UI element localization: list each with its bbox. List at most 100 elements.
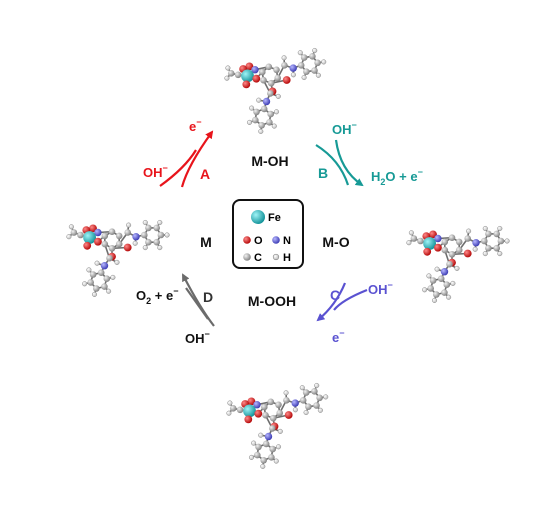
- carbon-atom: [427, 285, 434, 292]
- carbon-atom: [267, 398, 275, 406]
- carbon-atom: [141, 231, 148, 239]
- hydrogen-atom: [273, 109, 280, 115]
- hydrogen-atom: [273, 458, 279, 464]
- hydrogen-atom: [246, 119, 253, 125]
- carbon-atom: [103, 275, 111, 282]
- legend-h-label: H: [283, 252, 291, 264]
- hydrogen-atom: [224, 75, 230, 81]
- legend-c-atom-icon: [243, 253, 251, 261]
- step-c-reactant: OH−: [368, 280, 393, 297]
- carbon-atom: [455, 238, 463, 246]
- carbon-atom: [493, 230, 500, 238]
- carbon-atom: [229, 405, 237, 412]
- hydrogen-atom: [434, 266, 440, 272]
- hydrogen-atom: [472, 246, 478, 252]
- oxygen-atom: [242, 80, 251, 89]
- carbon-atom: [266, 119, 273, 126]
- carbon-atom: [417, 237, 424, 245]
- hydrogen-atom: [94, 260, 100, 266]
- hydrogen-atom: [446, 294, 452, 300]
- carbon-atom: [297, 62, 305, 69]
- carbon-atom: [314, 59, 321, 67]
- carbon-atom: [268, 454, 275, 461]
- hydrogen-atom: [281, 55, 287, 61]
- carbon-atom: [106, 254, 113, 262]
- carbon-atom: [305, 403, 312, 410]
- hydrogen-atom: [251, 440, 257, 446]
- carbon-atom: [124, 229, 131, 236]
- carbon-atom: [153, 224, 160, 232]
- hydrogen-atom: [258, 432, 264, 438]
- hydrogen-atom: [271, 123, 277, 129]
- hydrogen-atom: [106, 288, 112, 294]
- oxygen-atom: [254, 409, 263, 418]
- step-a-letter: A: [200, 166, 210, 182]
- hydrogen-atom: [277, 428, 283, 434]
- hydrogen-atom: [504, 238, 510, 244]
- atom-legend: Fe O N C H: [232, 199, 304, 269]
- molecule-m-o: [406, 225, 510, 303]
- carbon-atom: [283, 397, 290, 404]
- nitrogen-atom: [262, 97, 271, 106]
- nitrogen-atom: [94, 228, 102, 237]
- hydrogen-atom: [299, 385, 305, 391]
- carbon-atom: [303, 68, 310, 75]
- hydrogen-atom: [226, 410, 232, 416]
- hydrogen-atom: [454, 265, 460, 271]
- hydrogen-atom: [292, 407, 298, 413]
- carbon-atom: [262, 440, 270, 448]
- hydrogen-atom: [321, 59, 327, 65]
- hydrogen-atom: [431, 297, 438, 303]
- carbon-atom: [455, 246, 463, 254]
- carbon-atom: [443, 281, 451, 288]
- iron-atom: [423, 237, 436, 250]
- hydrogen-atom: [260, 463, 266, 469]
- hydrogen-atom: [297, 50, 303, 56]
- iron-atom: [243, 404, 256, 418]
- iron-atom: [83, 231, 96, 244]
- hydrogen-atom: [315, 72, 321, 78]
- oxygen-atom: [94, 237, 102, 246]
- hydrogen-atom: [164, 232, 170, 238]
- step-c-letter: C: [330, 287, 340, 303]
- step-d-product: O2 + e−: [136, 286, 178, 306]
- oxygen-atom: [252, 74, 261, 83]
- hydrogen-atom: [275, 93, 281, 99]
- hydrogen-atom: [157, 219, 163, 226]
- hydrogen-atom: [248, 454, 255, 460]
- carbon-atom: [433, 291, 440, 298]
- carbon-atom: [311, 67, 318, 74]
- carbon-atom: [101, 240, 109, 248]
- carbon-atom: [261, 403, 268, 411]
- hydrogen-atom: [426, 273, 432, 279]
- oxygen-atom: [245, 62, 254, 71]
- step-b-arrow: [315, 139, 364, 187]
- carbon-atom: [97, 269, 105, 276]
- carbon-atom: [157, 231, 165, 239]
- carbon-atom: [259, 68, 266, 76]
- hydrogen-atom: [66, 234, 72, 240]
- carbon-atom: [273, 66, 280, 74]
- carbon-atom: [281, 62, 288, 69]
- legend-c-label: C: [254, 252, 262, 264]
- carbon-atom: [497, 237, 505, 245]
- state-label-m-oh: M-OH: [251, 153, 288, 169]
- oxygen-atom: [247, 397, 256, 406]
- carbon-atom: [275, 401, 282, 409]
- legend-fe-label: Fe: [268, 212, 281, 224]
- carbon-atom: [276, 409, 283, 417]
- step-b-product: H2O + e−: [371, 167, 423, 187]
- hydrogen-atom: [258, 128, 264, 134]
- carbon-atom: [115, 240, 123, 248]
- hydrogen-atom: [275, 444, 282, 450]
- hydrogen-atom: [110, 274, 116, 280]
- hydrogen-atom: [227, 400, 233, 406]
- carbon-atom: [101, 232, 109, 240]
- hydrogen-atom: [497, 225, 503, 232]
- carbon-atom: [254, 451, 261, 459]
- nitrogen-atom: [289, 64, 297, 72]
- carbon-atom: [302, 389, 310, 396]
- oxygen-atom: [123, 243, 132, 252]
- hydrogen-atom: [422, 287, 428, 293]
